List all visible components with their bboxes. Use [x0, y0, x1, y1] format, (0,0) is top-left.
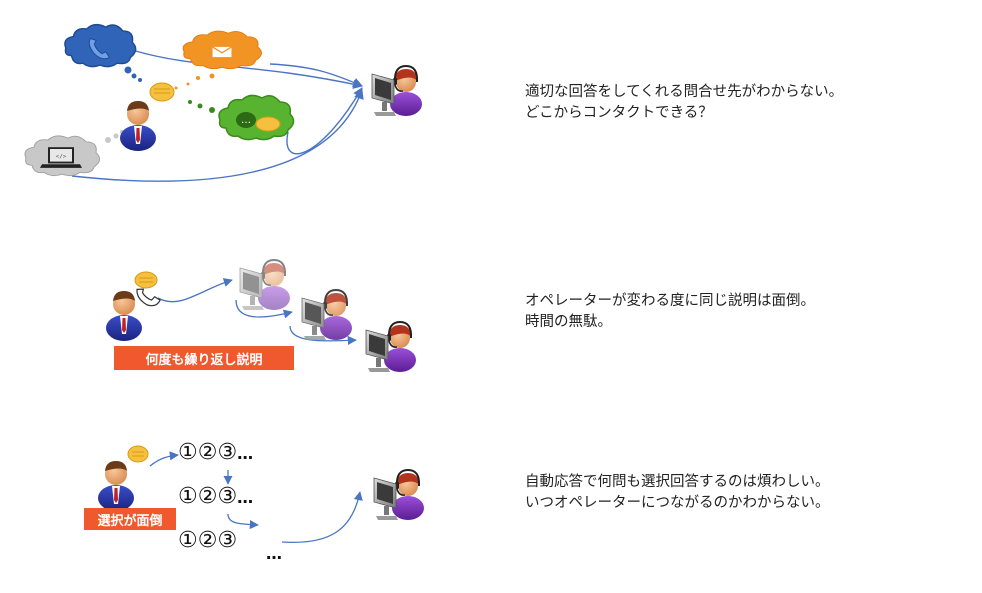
menu-steps-digits: ①②③: [178, 440, 238, 465]
row1-arrow-email: [269, 63, 363, 87]
chat-cloud-icon: …: [218, 94, 295, 141]
customer-icon: [120, 101, 156, 151]
row1-caption-line-2: どこからコンタクトできる？: [525, 105, 713, 121]
row2-diagram: [106, 260, 416, 372]
menu-steps-digits: ①②③: [178, 484, 238, 509]
row3-caption-line-1: 自動応答で何問も選択回答するのは煩わしい。: [525, 474, 830, 490]
operator-icon: [240, 260, 290, 310]
menu-steps-ellipsis: …: [237, 444, 254, 463]
row3-diagram: [98, 445, 424, 544]
speech-bubble-icon: [149, 82, 175, 102]
row3-arrow-to-menu: [149, 451, 179, 467]
row2-arrow-2: [235, 299, 293, 319]
operator-icon: [374, 470, 424, 520]
menu-steps-row-3: ①②③: [178, 528, 237, 553]
operator-icon: [302, 290, 352, 340]
row2-caption: オペレーターが変わる度に同じ説明は面倒。 時間の無駄。: [525, 291, 815, 333]
menu-steps-row-3-ellipsis: …: [266, 540, 282, 565]
svg-text:</>: </>: [56, 154, 67, 160]
menu-steps-ellipsis: …: [237, 488, 254, 507]
phone-cloud-icon: [64, 23, 137, 68]
repeat-explanation-tag: 何度も繰り返し説明: [114, 346, 294, 370]
row2-caption-line-2: 時間の無駄。: [525, 314, 612, 330]
phone-handset-icon: [136, 288, 161, 307]
row3-arrow-down-2: [227, 513, 259, 530]
row2-arrow-1: [157, 278, 233, 303]
menu-steps-ellipsis: …: [266, 544, 282, 563]
speech-bubble-icon: [127, 445, 149, 463]
menu-steps-row-1: ①②③…: [178, 440, 253, 465]
operator-icon: [372, 66, 422, 116]
row3-arrow-to-operator: [281, 491, 363, 544]
row3-caption-line-2: いつオペレーターにつながるのかわからない。: [525, 495, 830, 511]
menu-steps-digits: ①②③: [178, 528, 238, 553]
email-cloud-icon: [182, 30, 262, 70]
svg-text:…: …: [241, 115, 251, 126]
menu-steps-row-2: ①②③…: [178, 484, 253, 509]
customer-icon: [98, 461, 134, 511]
customer-icon: [106, 291, 142, 341]
operator-icon: [366, 322, 416, 372]
laptop-cloud-icon: </>: [24, 135, 101, 177]
row3-caption: 自動応答で何問も選択回答するのは煩わしい。 いつオペレーターにつながるのかわから…: [525, 472, 830, 514]
row1-arrow-laptop: [71, 89, 364, 182]
row1-arrow-chat: [286, 87, 363, 155]
row2-caption-line-1: オペレーターが変わる度に同じ説明は面倒。: [525, 293, 815, 309]
selection-tedious-tag: 選択が面倒: [84, 508, 176, 530]
row1-caption: 適切な回答をしてくれる問合せ先がわからない。 どこからコンタクトできる？: [525, 82, 843, 124]
row1-diagram: … </>: [24, 23, 422, 182]
speech-bubble-icon: [134, 271, 158, 289]
row1-caption-line-1: 適切な回答をしてくれる問合せ先がわからない。: [525, 84, 844, 100]
